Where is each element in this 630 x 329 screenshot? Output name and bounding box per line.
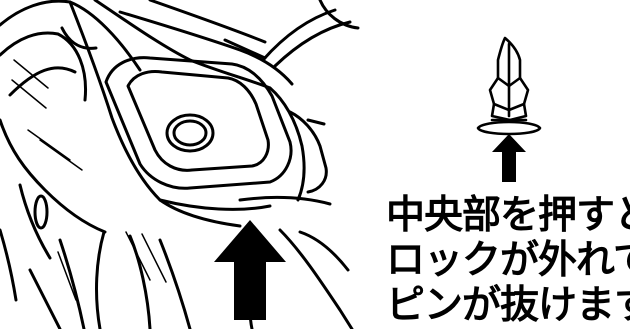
push-pin-clip-drawing	[476, 36, 542, 136]
motorcycle-cowl-drawing	[0, 0, 360, 329]
push-arrow-large-icon	[214, 220, 286, 320]
instruction-line-2: ロックが外れて	[386, 238, 630, 283]
instruction-caption: 中央部を押すと ロックが外れて ピンが抜けます	[386, 193, 630, 328]
instruction-line-1: 中央部を押すと	[386, 193, 630, 238]
instruction-line-3: ピンが抜けます	[386, 283, 630, 328]
push-arrow-small-icon	[492, 134, 526, 182]
